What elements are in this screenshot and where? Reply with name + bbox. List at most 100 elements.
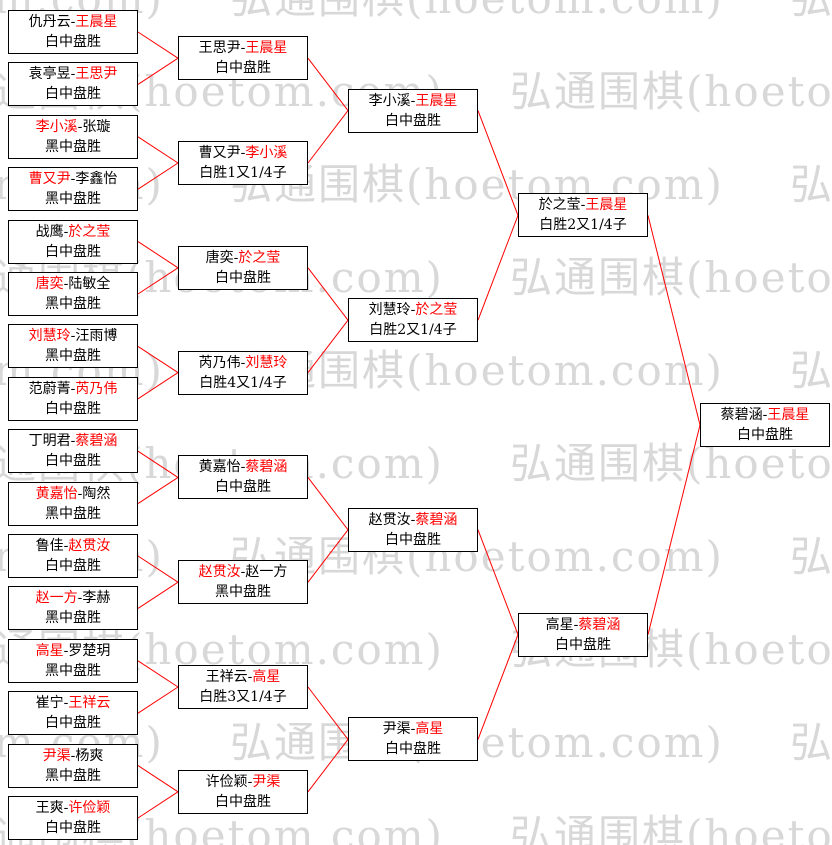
watermark-text: 弘通围棋(hoetom.com): [230, 0, 724, 26]
winner-name: 许俭颖: [68, 800, 111, 816]
match-players: 崔宁-王祥云: [36, 693, 111, 713]
vs-dash: -: [410, 302, 416, 318]
watermark-text: 弘通围棋(hoetom.com): [790, 346, 832, 395]
match-result: 白中盘胜: [385, 113, 441, 129]
player-name: 罗楚玥: [68, 643, 111, 659]
connector-line: [307, 477, 349, 531]
vs-dash: -: [247, 669, 253, 685]
match-players: 王祥云-高星: [206, 667, 281, 687]
match-players: 袁亭昱-王思尹: [29, 64, 118, 84]
connector-line: [137, 345, 179, 374]
winner-name: 李小溪: [35, 119, 78, 135]
connector-line: [137, 450, 179, 478]
player-name: 李鑫怡: [75, 171, 118, 187]
match-box-r1-7: 刘慧玲-汪雨博黑中盘胜: [8, 324, 138, 368]
match-players: 李小溪-张璇: [36, 117, 111, 137]
match-players: 唐奕-於之莹: [206, 248, 281, 268]
match-box-r1-9: 丁明君-蔡碧涵白中盘胜: [8, 429, 138, 473]
connector-line: [647, 424, 701, 635]
player-name: 黄嘉怡: [198, 459, 241, 475]
vs-dash: -: [240, 564, 246, 580]
player-name: 李赫: [82, 590, 111, 606]
winner-name: 王晨星: [245, 40, 288, 56]
match-players: 刘慧玲-於之莹: [369, 300, 458, 320]
match-box-r1-10: 黄嘉怡-陶然黑中盘胜: [8, 482, 138, 526]
winner-name: 赵贯汝: [68, 538, 111, 554]
match-box-r1-5: 战鹰-於之莹白中盘胜: [8, 220, 138, 264]
winner-name: 王晨星: [585, 197, 628, 213]
player-name: 丁明君: [28, 433, 71, 449]
match-box-r1-15: 尹渠-杨爽黑中盘胜: [8, 744, 138, 788]
watermark-text: 弘通围棋(hoetom.com): [510, 67, 832, 116]
vs-dash: -: [573, 617, 579, 633]
match-players: 丁明君-蔡碧涵: [29, 431, 118, 451]
match-players: 唐奕-陆敏全: [36, 274, 111, 294]
connector-line: [137, 241, 179, 269]
player-name: 张璇: [82, 119, 111, 135]
winner-name: 蔡碧涵: [75, 433, 118, 449]
player-name: 陶然: [82, 486, 111, 502]
connector-line: [137, 581, 179, 609]
match-box-r1-14: 崔宁-王祥云白中盘胜: [8, 691, 138, 735]
winner-name: 王晨星: [75, 14, 118, 30]
match-result: 白胜2又1/4子: [369, 322, 457, 338]
match-box-r2-8: 许俭颖-尹渠白中盘胜: [178, 770, 308, 814]
match-result: 白中盘胜: [45, 453, 101, 469]
player-name: 赵一方: [245, 564, 288, 580]
match-result: 白中盘胜: [45, 34, 101, 50]
player-name: 刘慧玲: [368, 302, 411, 318]
match-result: 黑中盘胜: [45, 610, 101, 626]
winner-name: 李小溪: [245, 145, 288, 161]
connector-line: [137, 136, 179, 164]
player-name: 仇丹云: [28, 14, 71, 30]
player-name: 唐奕: [205, 250, 234, 266]
vs-dash: -: [63, 224, 69, 240]
player-name: 崔宁: [35, 695, 64, 711]
winner-name: 尹渠: [42, 748, 71, 764]
match-players: 芮乃伟-刘慧玲: [199, 353, 288, 373]
match-players: 刘慧玲-汪雨博: [29, 326, 118, 346]
match-box-r2-4: 芮乃伟-刘慧玲白胜4又1/4子: [178, 351, 308, 395]
winner-name: 王晨星: [767, 407, 810, 423]
winner-name: 蔡碧涵: [245, 459, 288, 475]
match-result: 白中盘胜: [45, 820, 101, 836]
match-result: 白中盘胜: [45, 86, 101, 102]
match-result: 白中盘胜: [215, 794, 271, 810]
match-result: 黑中盘胜: [45, 506, 101, 522]
winner-name: 曹又尹: [28, 171, 71, 187]
player-name: 蔡碧涵: [720, 407, 763, 423]
match-result: 白中盘胜: [45, 401, 101, 417]
vs-dash: -: [63, 800, 69, 816]
connector-line: [307, 529, 349, 583]
match-result: 白胜2又1/4子: [539, 217, 627, 233]
match-result: 白中盘胜: [215, 60, 271, 76]
match-players: 尹渠-高星: [383, 719, 444, 739]
match-box-r1-1: 仇丹云-王晨星白中盘胜: [8, 10, 138, 54]
match-result: 白中盘胜: [45, 244, 101, 260]
match-result: 黑中盘胜: [45, 663, 101, 679]
winner-name: 尹渠: [252, 774, 281, 790]
match-players: 鲁佳-赵贯汝: [36, 536, 111, 556]
winner-name: 黄嘉怡: [35, 486, 78, 502]
connector-line: [137, 31, 179, 59]
watermark-text: 弘通围棋(hoetom.com): [790, 160, 832, 209]
match-result: 白中盘胜: [555, 637, 611, 653]
match-players: 仇丹云-王晨星: [29, 12, 118, 32]
match-players: 高星-罗楚玥: [36, 641, 111, 661]
vs-dash: -: [410, 93, 416, 109]
winner-name: 高星: [252, 669, 281, 685]
match-result: 黑中盘胜: [45, 348, 101, 364]
watermark-text: 弘通围棋(hoetom.com): [230, 346, 724, 395]
player-name: 高星: [545, 617, 574, 633]
connector-line: [307, 319, 349, 373]
connector-line: [307, 267, 349, 321]
vs-dash: -: [240, 355, 246, 371]
vs-dash: -: [77, 119, 83, 135]
vs-dash: -: [63, 276, 69, 292]
vs-dash: -: [70, 328, 76, 344]
match-result: 白胜4又1/4子: [199, 375, 287, 391]
winner-name: 赵贯汝: [198, 564, 241, 580]
vs-dash: -: [70, 171, 76, 187]
match-players: 王思尹-王晨星: [199, 38, 288, 58]
match-box-r2-2: 曹又尹-李小溪白胜1又1/4子: [178, 141, 308, 185]
